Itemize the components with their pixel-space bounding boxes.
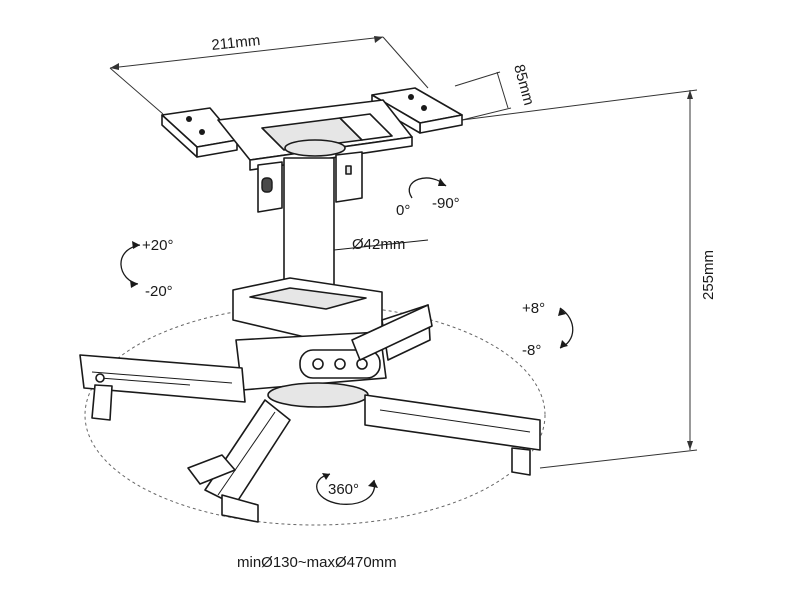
tilt-rotation-arrow (120, 241, 141, 288)
full-rotation-arrow (316, 473, 378, 505)
arm-span-label: minØ130~maxØ470mm (237, 554, 397, 571)
mounting-hole (186, 116, 192, 122)
adjustable-arms (79, 304, 541, 523)
adjustment-screw (356, 358, 368, 370)
mounting-hole (408, 94, 414, 100)
adjustment-screw (334, 358, 346, 370)
arrowhead (687, 441, 693, 450)
adjustment-screw (312, 358, 324, 370)
arrowhead (687, 90, 693, 99)
tilt-up-label: +20° (142, 237, 173, 254)
mounting-hole (421, 105, 427, 111)
pole-diameter-label: Ø42mm (352, 236, 405, 253)
dimension-height (461, 89, 698, 469)
pan-from-label: 0° (396, 202, 410, 219)
arrowhead (374, 36, 383, 43)
rotation-label: 360° (328, 481, 359, 498)
height-label: 255mm (700, 250, 717, 300)
roll-rotation-arrow (558, 307, 574, 349)
pan-joint (257, 151, 363, 213)
pan-rotation-arrow (408, 177, 447, 199)
width-label: 211mm (211, 32, 261, 54)
dimension-depth (454, 71, 512, 121)
pan-to-label: -90° (432, 195, 460, 212)
tilt-housing (232, 277, 431, 408)
extension-pole (283, 157, 429, 299)
dimension-width (109, 36, 429, 115)
arrowhead (110, 63, 119, 70)
rotation-range-ellipse (84, 304, 546, 526)
roll-down-label: -8° (522, 342, 541, 359)
tilt-down-label: -20° (145, 283, 173, 300)
roll-up-label: +8° (522, 300, 545, 317)
mounting-hole (199, 129, 205, 135)
depth-label: 85mm (510, 63, 537, 108)
